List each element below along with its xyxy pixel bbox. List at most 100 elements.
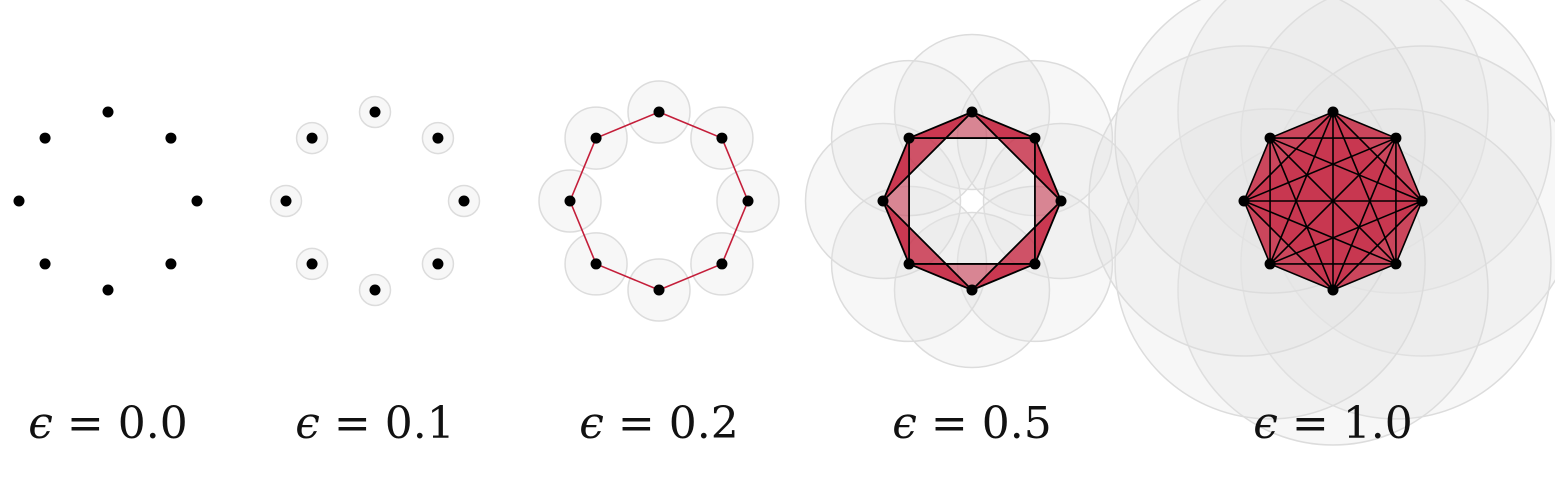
data-point [877,195,889,207]
data-point [966,106,978,118]
edge [1269,263,1334,291]
data-point [306,132,318,144]
edge [658,263,723,291]
panel-epsilon-3 [804,33,1140,369]
equals-sign: = [320,398,385,449]
edge [882,111,973,202]
data-point [369,106,381,118]
caption-epsilon-2: ϵ = 0.2 [579,398,738,449]
edge [569,200,597,265]
data-point [432,258,444,270]
epsilon-value: 1.0 [1343,398,1413,449]
data-point [966,284,978,296]
panel-epsilon-4 [1088,0,1555,446]
data-point [564,195,576,207]
epsilon-symbol: ϵ [1253,398,1278,449]
epsilon-symbol: ϵ [892,398,917,449]
edge [882,200,973,291]
data-point [1327,106,1339,118]
data-point [1055,195,1067,207]
data-point [1390,258,1402,270]
edge [1269,137,1397,265]
data-point [102,106,114,118]
edge [908,263,973,291]
data-point [903,258,915,270]
epsilon-balls [269,95,481,307]
data-point [653,284,665,296]
edge [908,111,973,139]
epsilon-value: 0.2 [669,398,739,449]
edge [1269,137,1334,291]
data-point [1390,132,1402,144]
center-hole [962,191,982,211]
panel-epsilon-0 [13,106,203,296]
data-point [1238,195,1250,207]
triangle-fill [1034,138,1061,264]
points [877,106,1067,296]
caption-epsilon-4: ϵ = 1.0 [1253,398,1412,449]
equals-sign: = [604,398,669,449]
edge [971,111,1062,202]
edge [882,137,910,202]
data-point [458,195,470,207]
epsilon-symbol: ϵ [579,398,604,449]
data-point [165,132,177,144]
edges [569,111,749,291]
edge [971,263,1036,291]
equals-sign: = [917,398,982,449]
data-point [716,132,728,144]
data-point [1029,132,1041,144]
data-point [306,258,318,270]
edges [882,111,1062,291]
points [564,106,754,296]
data-point [590,132,602,144]
edge [595,263,660,291]
caption-epsilon-0: ϵ = 0.0 [28,398,187,449]
equals-sign: = [53,398,118,449]
edges [1243,111,1423,291]
edge [1034,137,1062,202]
edge [569,137,597,202]
edge [1395,137,1423,202]
epsilon-value: 0.5 [982,398,1052,449]
points [13,106,203,296]
edge [721,200,749,265]
points [1238,106,1428,296]
data-point [1264,132,1276,144]
edge [1243,137,1271,202]
caption-epsilon-1: ϵ = 0.1 [295,398,454,449]
data-point [653,106,665,118]
edge [1395,200,1423,265]
triangle-fill [909,263,1035,290]
panel-epsilon-1 [269,95,481,307]
data-point [1416,195,1428,207]
data-point [39,132,51,144]
triangle-fill [909,112,1035,139]
triangle-fill [883,138,910,264]
data-point [165,258,177,270]
edge [1269,137,1423,202]
edge [1243,200,1271,265]
data-point [716,258,728,270]
edge [658,111,723,139]
edge [1332,111,1397,139]
edge [721,137,749,202]
data-point [369,284,381,296]
edge [1332,263,1397,291]
edge [1269,111,1334,139]
edge [971,200,1062,291]
epsilon-symbol: ϵ [28,398,53,449]
epsilon-value: 0.0 [118,398,188,449]
data-point [903,132,915,144]
data-point [13,195,25,207]
edge [595,111,660,139]
points [280,106,470,296]
data-point [590,258,602,270]
edge [971,111,1036,139]
panel-epsilon-2 [538,80,780,322]
data-point [191,195,203,207]
equals-sign: = [1278,398,1343,449]
epsilon-symbol: ϵ [295,398,320,449]
caption-epsilon-3: ϵ = 0.5 [892,398,1051,449]
